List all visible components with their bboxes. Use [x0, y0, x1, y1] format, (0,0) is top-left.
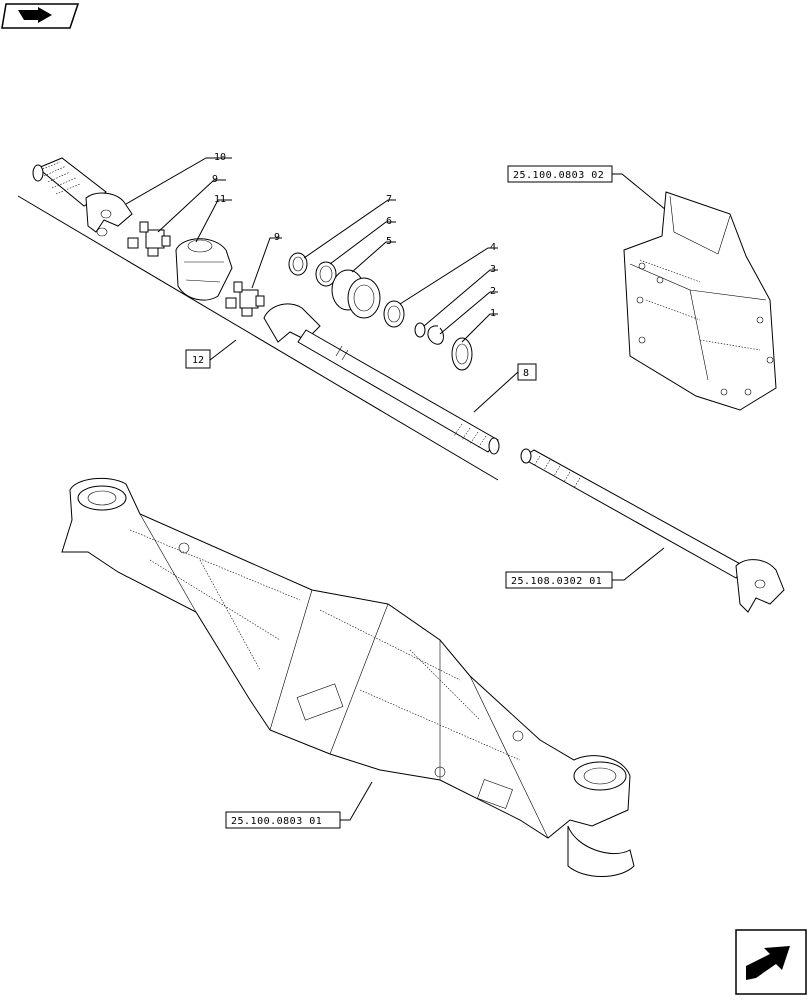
callout-5: 5 [386, 236, 392, 247]
seal-ring-6 [315, 261, 337, 287]
seal-ring-4 [383, 300, 405, 328]
callout-8-label: 8 [523, 368, 529, 379]
callout-box-12[interactable]: 12 [185, 349, 211, 369]
callout-3: 3 [490, 264, 496, 275]
reference-shaft-right-label: 25.108.0302 01 [511, 576, 602, 587]
callout-12-label: 12 [192, 355, 204, 366]
axle-housing [61, 477, 635, 877]
yoke-shaft-8 [263, 303, 500, 455]
center-housing-11 [175, 238, 233, 301]
seal-ring-7 [288, 252, 308, 276]
callout-9b: 9 [274, 232, 280, 243]
universal-cross-9b [225, 281, 265, 317]
yoke-10 [85, 192, 133, 237]
callout-1: 1 [490, 308, 496, 319]
snap-ring-2 [427, 325, 444, 345]
reference-housing-top-label: 25.100.0803 02 [513, 170, 604, 181]
reference-box-shaft-right[interactable]: 25.108.0302 01 [505, 571, 613, 589]
callout-4: 4 [490, 242, 496, 253]
callout-6: 6 [386, 216, 392, 227]
book-arrow-icon[interactable] [1, 3, 80, 29]
leader-lines [125, 157, 519, 413]
right-axle-shaft [520, 448, 785, 613]
axle-end-housing [623, 191, 777, 411]
callout-10: 10 [214, 152, 226, 163]
callout-11: 11 [214, 194, 226, 205]
callout-2: 2 [490, 286, 496, 297]
o-ring-3 [414, 322, 426, 338]
callout-7: 7 [386, 194, 392, 205]
reference-box-axle-housing[interactable]: 25.100.0803 01 [225, 811, 341, 829]
universal-cross-9a [127, 221, 171, 257]
callout-box-8[interactable]: 8 [517, 363, 537, 381]
axle-shaft-12 [32, 157, 107, 207]
reference-axle-housing-label: 25.100.0803 01 [231, 816, 322, 827]
bearing-1 [451, 337, 473, 371]
reference-box-housing-top[interactable]: 25.100.0803 02 [507, 165, 613, 183]
next-page-arrow-icon[interactable] [735, 929, 807, 995]
bearing-sleeve-5 [331, 269, 381, 319]
callout-9a: 9 [212, 174, 218, 185]
